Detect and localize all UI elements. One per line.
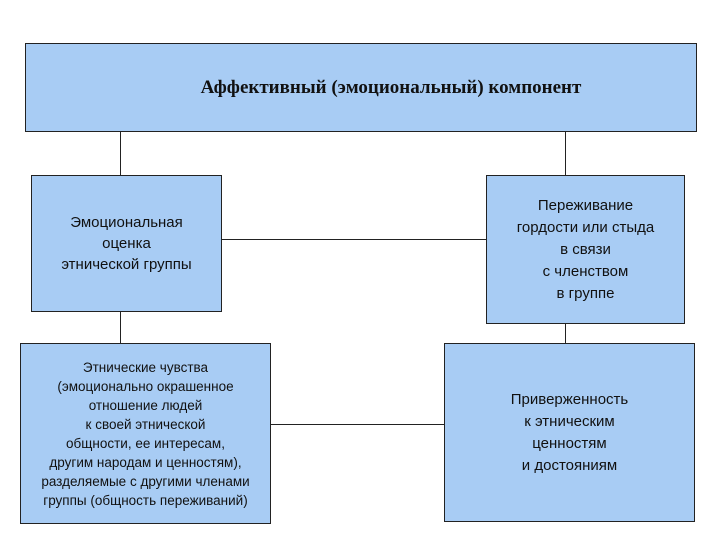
emotional-evaluation-box: Эмоциональная оценка этнической группы [31, 175, 222, 312]
emotional-evaluation-text: Эмоциональная оценка этнической группы [61, 214, 192, 273]
connector-bottom-row [271, 424, 444, 425]
main-component-title: Аффективный (эмоциональный) компонент [200, 76, 582, 98]
commitment-text: Приверженность к этническим ценностям и … [510, 390, 629, 474]
ethnic-feelings-box: Этнические чувства (эмоционально окрашен… [20, 343, 271, 524]
connector-middle-row [222, 239, 486, 240]
commitment-box: Приверженность к этническим ценностям и … [444, 343, 695, 522]
pride-shame-box: Переживание гордости или стыда в связи с… [486, 175, 685, 324]
main-component-box: Аффективный (эмоциональный) компонент [25, 43, 697, 132]
connector-left-vertical [120, 312, 121, 343]
connector-top-left [120, 132, 121, 175]
connector-right-vertical [565, 324, 566, 343]
connector-top-right [565, 132, 566, 175]
pride-shame-text: Переживание гордости или стыда в связи с… [516, 196, 655, 302]
ethnic-feelings-text: Этнические чувства (эмоционально окрашен… [41, 359, 250, 508]
